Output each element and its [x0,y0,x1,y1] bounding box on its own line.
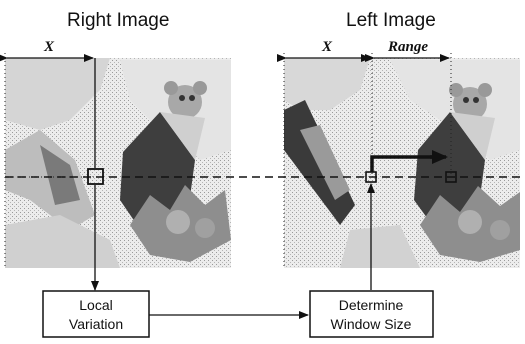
left-image-title: Left Image [346,10,436,31]
right-image-panel [5,58,231,268]
local-variation-line2: Variation [69,316,123,332]
x-label-right: X [43,39,55,55]
determine-window-line1: Determine [339,297,404,313]
left-image-panel [284,58,520,268]
local-variation-line1: Local [79,297,112,313]
right-image-window [87,168,104,185]
left-image-window-end [445,171,457,183]
right-image-title: Right Image [67,10,169,31]
determine-window-size-box: Determine Window Size [309,290,434,338]
x-label-left: X [321,39,333,55]
determine-window-line2: Window Size [331,316,412,332]
range-label: Range [387,39,428,55]
local-variation-box: Local Variation [42,290,150,338]
